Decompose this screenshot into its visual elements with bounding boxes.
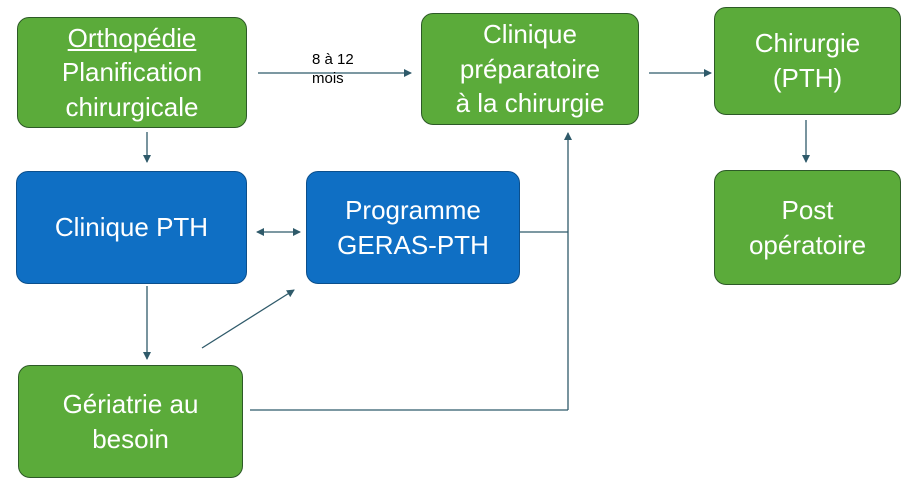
node-clinique-pth-line1: Clinique PTH: [54, 212, 209, 243]
node-clinique-preparatoire-line1: Clinique: [483, 19, 577, 50]
edge-label-delay: 8 à 12 mois: [312, 51, 354, 89]
node-chirurgie-line2: (PTH): [772, 63, 843, 93]
node-orthopedie-line1: Orthopédie: [67, 22, 197, 53]
edge-label-delay-line1: 8 à 12: [312, 51, 354, 68]
node-programme-geras-line2: GERAS-PTH: [337, 229, 489, 260]
node-geriatrie-line1: Gériatrie au: [62, 388, 199, 419]
node-orthopedie-line2: Planification: [61, 57, 203, 88]
node-clinique-preparatoire-line3: à la chirurgie: [455, 88, 605, 119]
node-clinique-preparatoire: Clinique préparatoire à la chirurgie: [421, 13, 639, 125]
node-chirurgie-line1: Chirurgie: [754, 28, 861, 59]
arrow-geriatrie-to-geras: [201, 289, 295, 349]
node-orthopedie-line3: chirurgicale: [65, 91, 199, 122]
node-programme-geras-line1: Programme: [345, 194, 481, 225]
node-orthopedie: Orthopédie Planification chirurgicale: [17, 17, 247, 128]
node-clinique-preparatoire-line2: préparatoire: [459, 53, 601, 84]
node-post-operatoire-line1: Post: [781, 194, 834, 225]
node-geriatrie-line2: besoin: [92, 423, 169, 454]
node-chirurgie: Chirurgie (PTH): [714, 7, 901, 115]
node-post-operatoire: Post opératoire: [714, 170, 901, 285]
node-geriatrie: Gériatrie au besoin: [18, 365, 243, 478]
node-programme-geras: Programme GERAS-PTH: [306, 171, 520, 284]
node-post-operatoire-line2: opératoire: [748, 229, 867, 260]
node-clinique-pth: Clinique PTH: [16, 171, 247, 284]
edge-label-delay-line2: mois: [312, 69, 344, 87]
